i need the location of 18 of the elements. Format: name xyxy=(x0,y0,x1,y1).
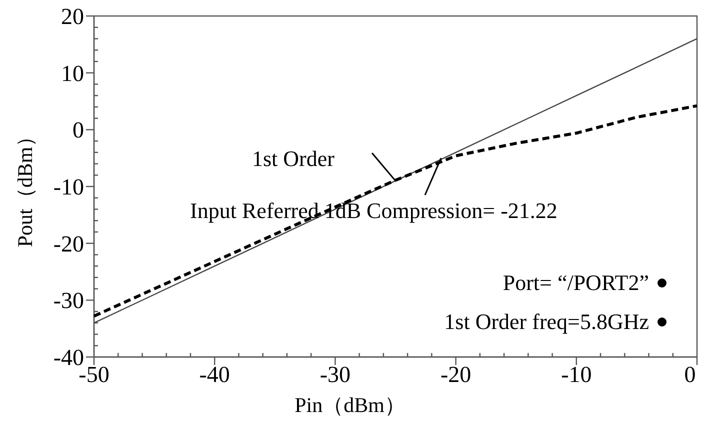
axis-title: Pin（dBm） xyxy=(294,393,406,417)
tick-label: 0 xyxy=(72,118,84,143)
annotation-text: Input Referred 1dB Compression= -21.22 xyxy=(190,198,558,223)
tick-label: -40 xyxy=(53,345,84,370)
axis-title: Pout（dBm） xyxy=(13,126,37,248)
tick-label: -30 xyxy=(53,288,84,314)
tick-label: -10 xyxy=(561,362,592,387)
tick-label: 10 xyxy=(61,60,84,86)
tick-label: -10 xyxy=(53,174,84,200)
tick-label: 20 xyxy=(61,4,84,29)
annotation-text: 1st Order xyxy=(252,146,334,171)
tick-label: 0 xyxy=(684,362,696,387)
legend-text: Port= “/PORT2” xyxy=(502,270,649,295)
tick-label: -20 xyxy=(53,231,84,256)
legend-text: 1st Order freq=5.8GHz xyxy=(444,309,649,334)
tick-label: -30 xyxy=(320,362,351,387)
tick-label: -20 xyxy=(440,362,472,387)
tick-label: -40 xyxy=(199,362,230,387)
